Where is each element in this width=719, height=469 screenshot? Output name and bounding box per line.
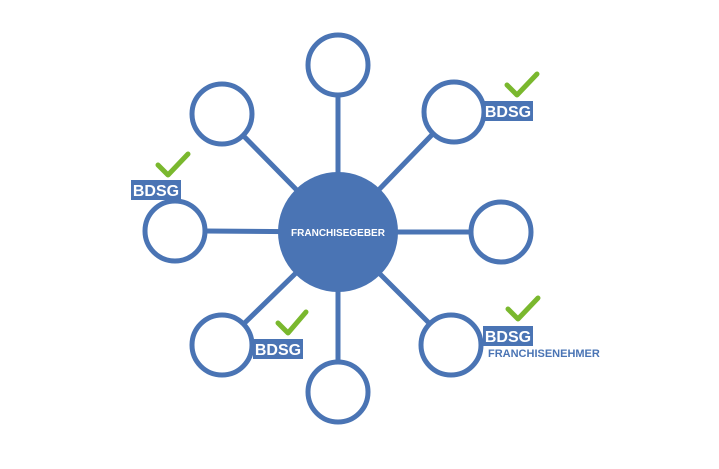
check-icon bbox=[275, 309, 309, 336]
check-icon bbox=[155, 151, 191, 178]
badge-bg bbox=[483, 101, 533, 121]
node-upper-right bbox=[421, 79, 487, 145]
badge-bg bbox=[131, 180, 181, 200]
badge-bg bbox=[253, 339, 303, 359]
node-top bbox=[305, 32, 371, 98]
hub-circle bbox=[278, 172, 398, 292]
node-right bbox=[468, 199, 534, 265]
hub-label: FRANCHISEGEBER bbox=[291, 228, 386, 239]
hub-node: FRANCHISEGEBER bbox=[278, 172, 398, 292]
node-lower-left bbox=[189, 312, 255, 378]
badge-label: BDSG bbox=[485, 104, 531, 121]
badge-lower-right: BDSG FRANCHISENEHMER bbox=[483, 295, 600, 360]
badge-label: BDSG bbox=[485, 329, 531, 346]
node-left bbox=[142, 198, 208, 264]
badge-lower-left: BDSG bbox=[253, 309, 309, 359]
node-lower-right bbox=[418, 312, 484, 378]
check-icon bbox=[504, 71, 540, 98]
badge-label: BDSG bbox=[133, 183, 179, 200]
satellite-nodes bbox=[142, 32, 534, 425]
node-upper-left bbox=[189, 81, 255, 147]
badge-left: BDSG bbox=[131, 151, 191, 200]
badge-upper-right: BDSG bbox=[483, 71, 540, 121]
badge-bg bbox=[483, 326, 533, 346]
node-bottom bbox=[305, 359, 371, 425]
badge-label: BDSG bbox=[255, 342, 301, 359]
franchisenehmer-label: FRANCHISENEHMER bbox=[488, 348, 600, 360]
check-icon bbox=[505, 295, 541, 322]
